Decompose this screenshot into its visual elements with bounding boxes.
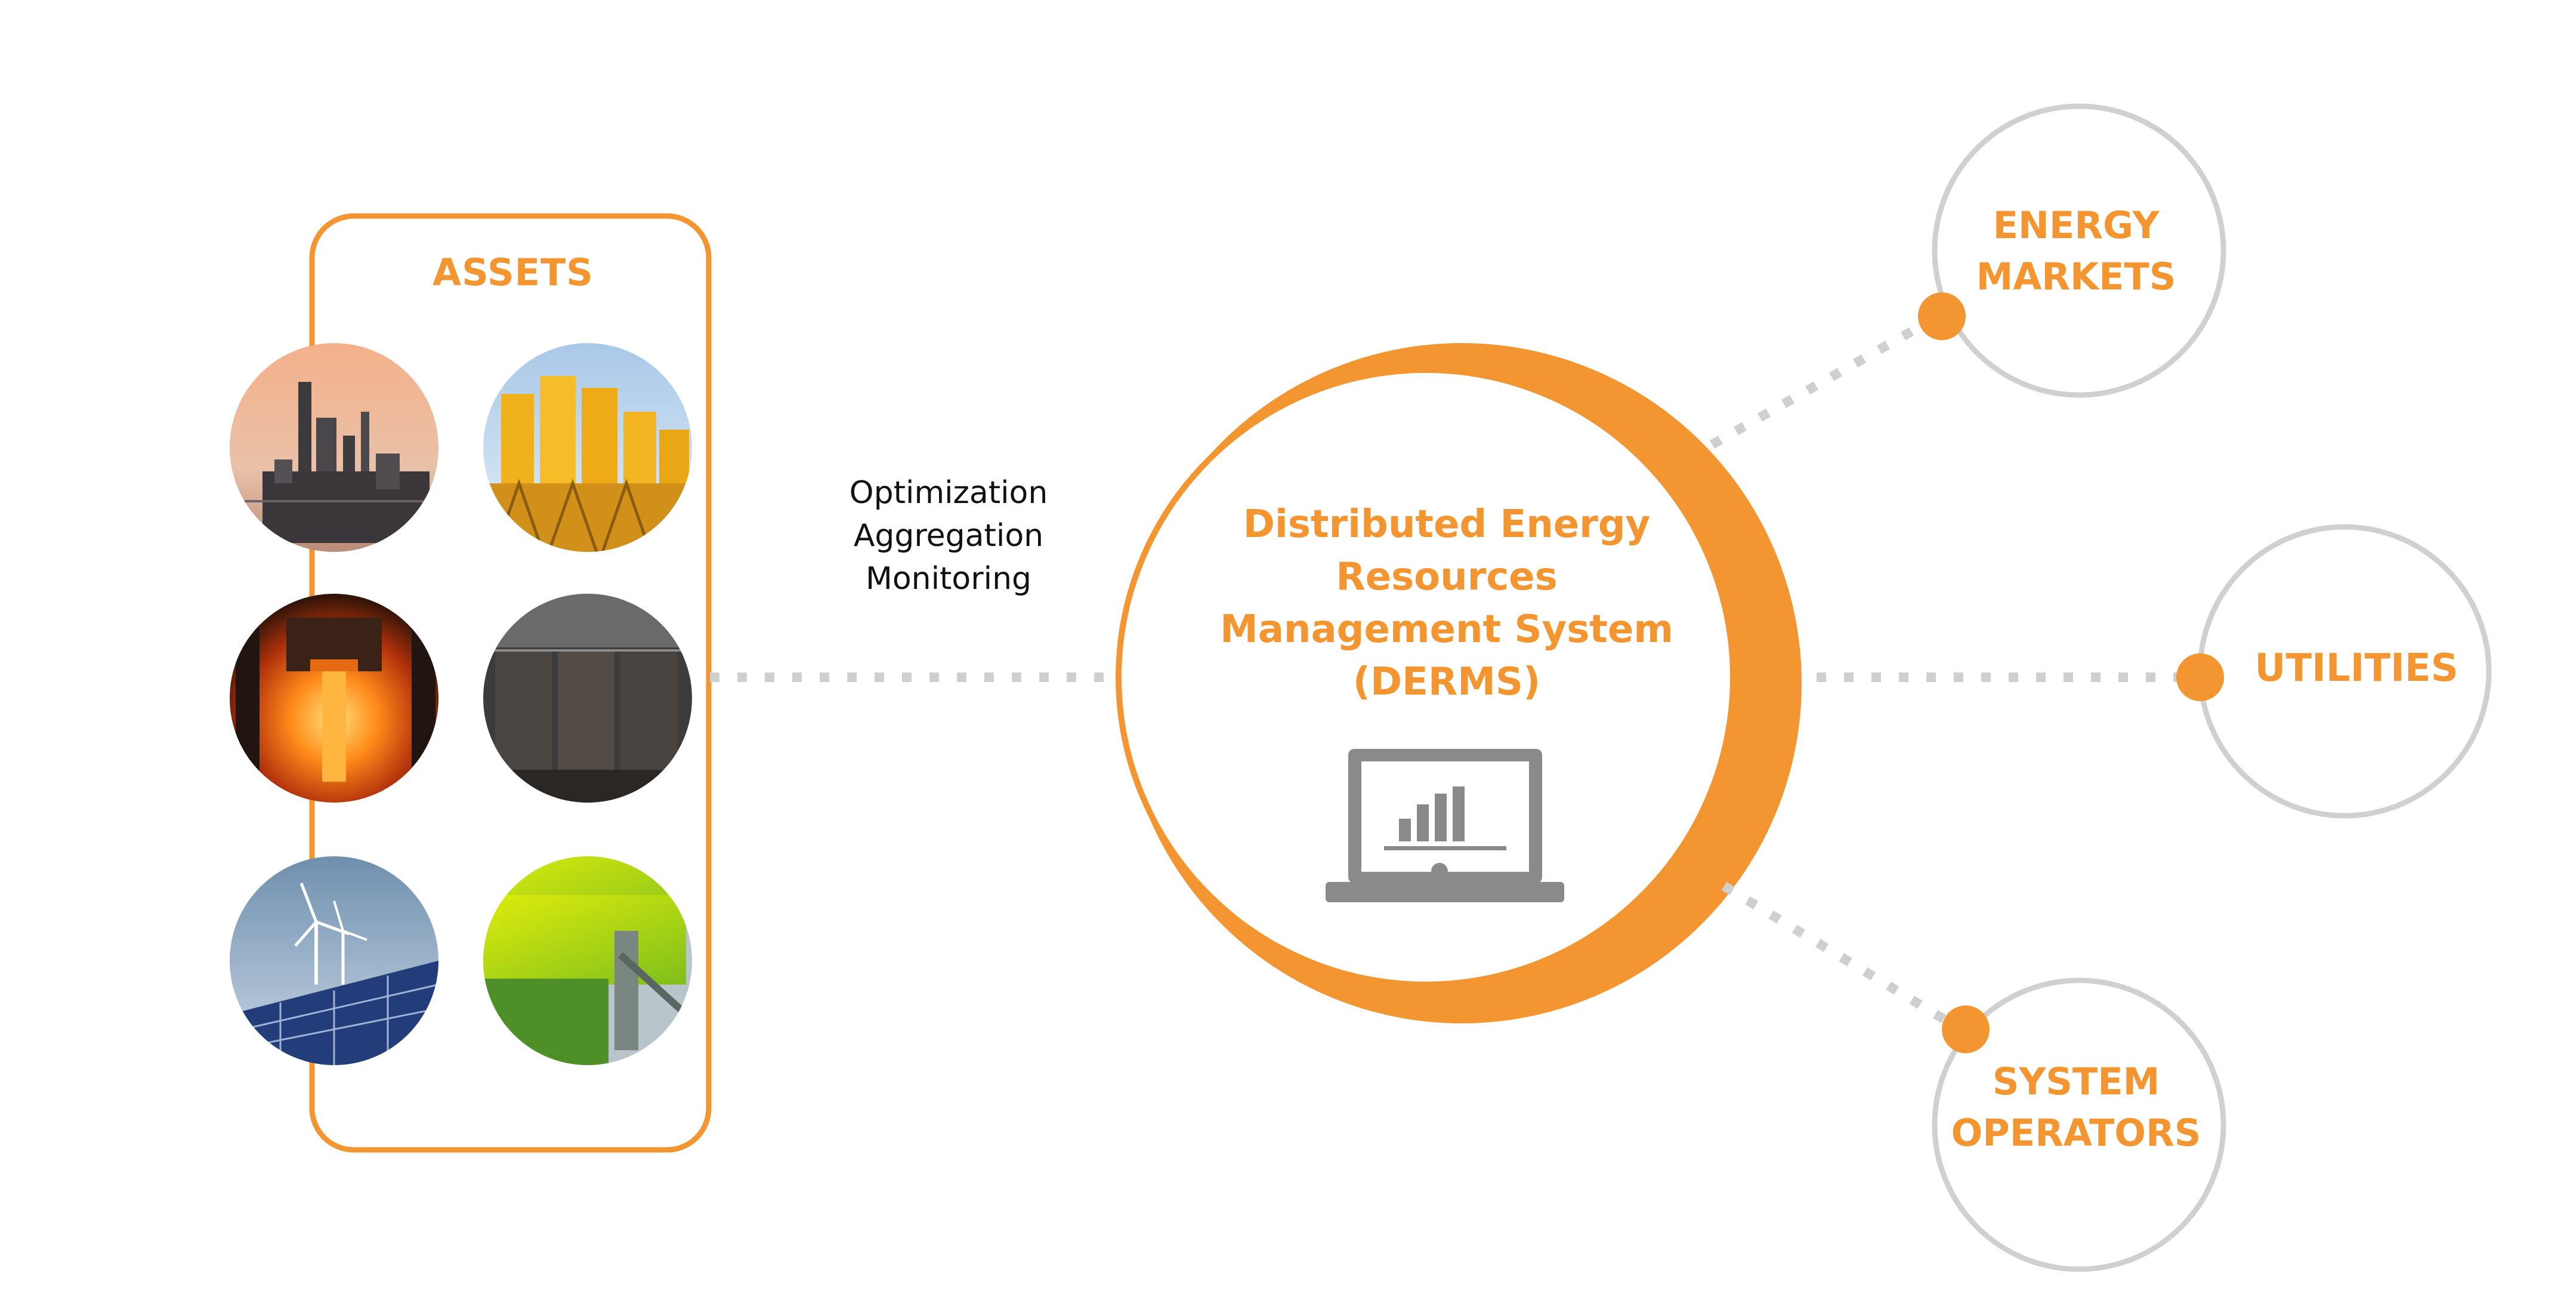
action-optimization: Optimization	[849, 475, 1048, 511]
link-derms-operators	[1721, 882, 1954, 1028]
system-operators-line1: SYSTEM	[1992, 1060, 2160, 1103]
derms-circle	[1116, 367, 1736, 988]
energy-markets-label: ENERGY MARKETS	[1933, 200, 2219, 303]
energy-markets-line2: MARKETS	[1976, 255, 2176, 298]
silos-photo	[483, 343, 692, 552]
foundry-photo	[230, 594, 438, 803]
wind-solar-photo	[230, 856, 438, 1065]
assets-title: ASSETS	[433, 251, 594, 294]
system-operators-label: SYSTEM OPERATORS	[1909, 1056, 2243, 1159]
refinery-photo	[230, 343, 438, 552]
laptop-chart-icon	[1326, 749, 1564, 902]
utilities-label: UTILITIES	[2177, 643, 2535, 694]
energy-markets-dot	[1918, 292, 1966, 340]
derms-title-line4: (DERMS)	[1352, 660, 1541, 704]
derms-title-line3: Management System	[1220, 607, 1673, 652]
derms-title-line2: Resources	[1336, 555, 1558, 599]
derms-title: Distributed Energy Resources Management …	[1163, 498, 1730, 708]
biogas-photo	[483, 856, 692, 1065]
utilities-line1: UTILITIES	[2254, 646, 2458, 690]
system-operators-ring	[1932, 977, 2226, 1272]
system-operators-line2: OPERATORS	[1951, 1111, 2201, 1155]
derms-actions: Optimization Aggregation Monitoring	[799, 471, 1098, 600]
energy-markets-ring	[1932, 103, 2226, 398]
link-derms-markets	[1710, 315, 1935, 449]
derms-title-line1: Distributed Energy	[1243, 502, 1651, 547]
action-aggregation: Aggregation	[853, 518, 1044, 554]
system-operators-dot	[1942, 1005, 1990, 1053]
action-monitoring: Monitoring	[865, 561, 1032, 597]
energy-markets-line1: ENERGY	[1993, 203, 2160, 247]
battery-photo	[483, 594, 692, 803]
utilities-dot	[2176, 653, 2224, 701]
